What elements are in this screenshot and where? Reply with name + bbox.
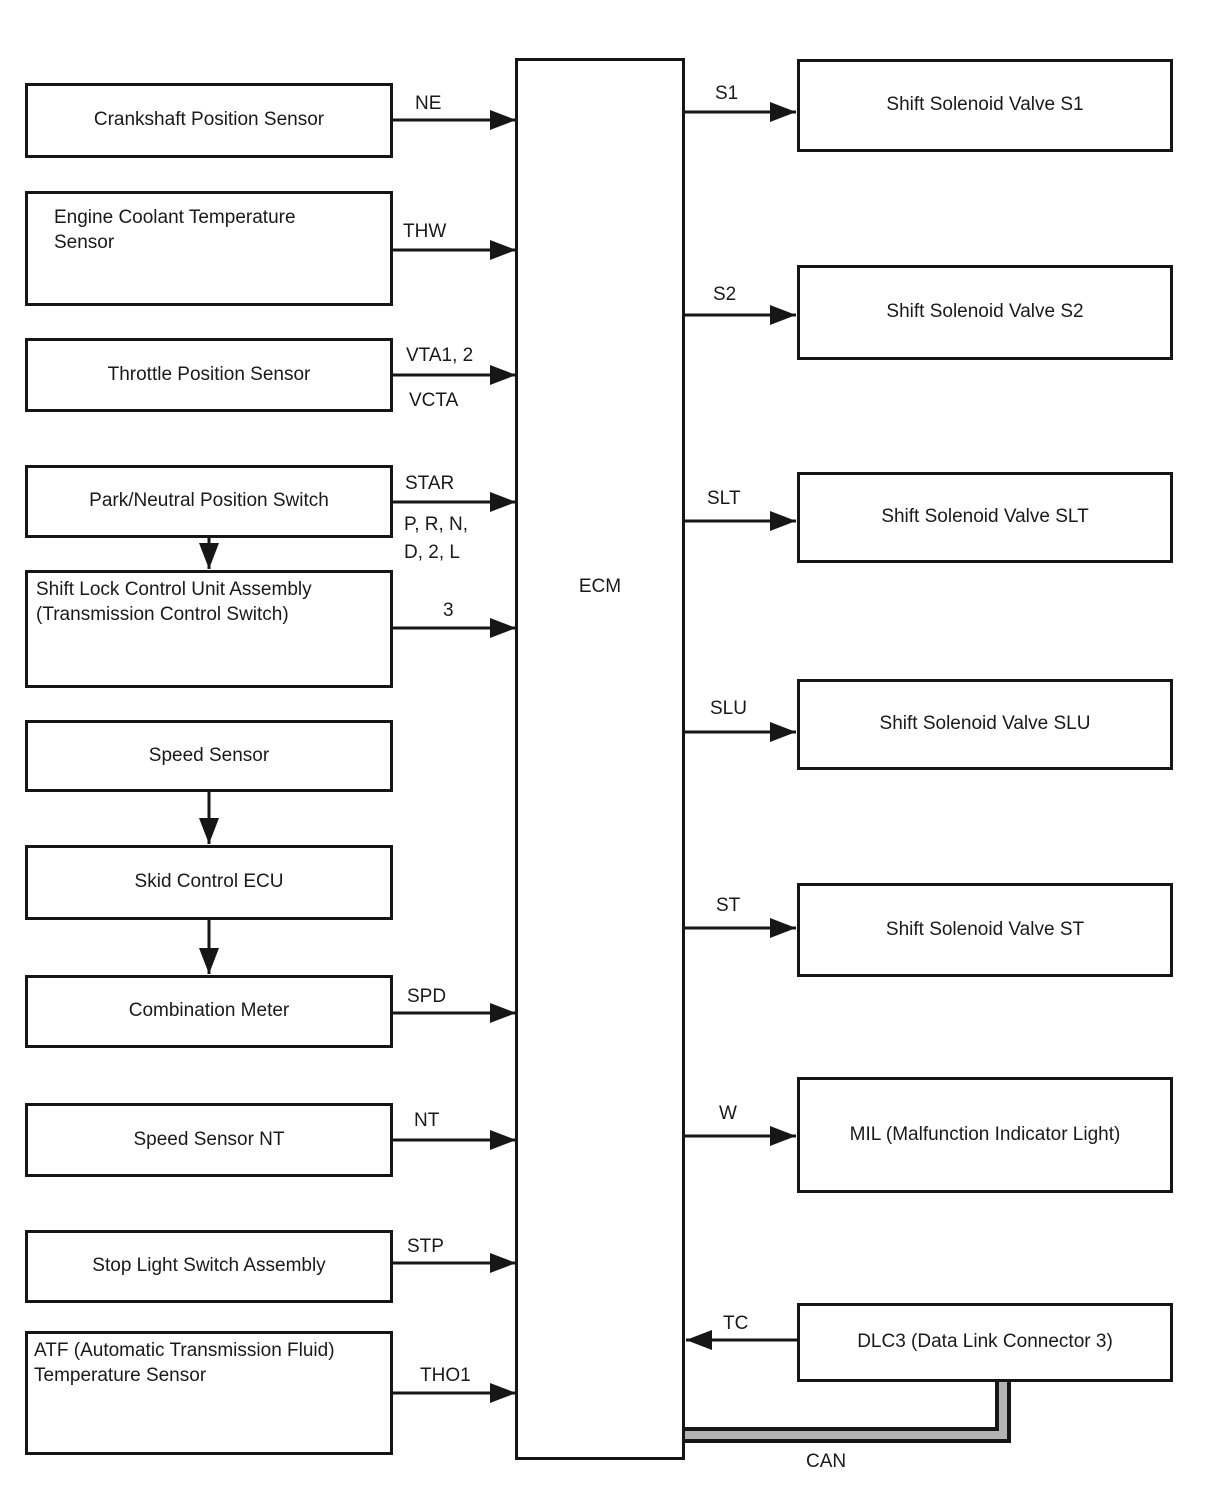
signal-label-prndl: P, R, N, D, 2, L <box>404 514 469 563</box>
node-label: Combination Meter <box>128 1000 290 1022</box>
node-label: Speed Sensor <box>148 744 270 766</box>
signal-label-star: STAR <box>405 473 455 494</box>
node-label: Stop Light Switch Assembly <box>92 1255 326 1277</box>
node-combination-meter: Combination Meter <box>25 975 393 1048</box>
node-shift-lock-control-unit-assembly: Shift Lock Control Unit Assembly (Transm… <box>25 570 393 688</box>
node-shift-solenoid-valve-s1: Shift Solenoid Valve S1 <box>797 59 1173 152</box>
signal-label-slt: SLT <box>707 488 741 509</box>
node-mil: MIL (Malfunction Indicator Light) <box>797 1077 1173 1193</box>
node-label: Shift Solenoid Valve S1 <box>886 94 1084 116</box>
node-label: Shift Solenoid Valve SLU <box>879 713 1091 735</box>
signal-label-s1: S1 <box>715 83 739 104</box>
node-shift-solenoid-valve-slt: Shift Solenoid Valve SLT <box>797 472 1173 563</box>
signal-label-vcta: VCTA <box>409 390 459 411</box>
node-label: Throttle Position Sensor <box>107 363 311 385</box>
node-label: Park/Neutral Position Switch <box>89 490 329 512</box>
node-label: Crankshaft Position Sensor <box>93 109 325 131</box>
node-shift-solenoid-valve-s2: Shift Solenoid Valve S2 <box>797 265 1173 360</box>
node-skid-control-ecu: Skid Control ECU <box>25 845 393 920</box>
node-label: Engine Coolant Temperature Sensor <box>54 207 296 253</box>
signal-label-nt: NT <box>414 1110 440 1131</box>
signal-label-thw: THW <box>403 221 447 242</box>
node-label: Shift Solenoid Valve S2 <box>886 301 1084 323</box>
node-label: Shift Solenoid Valve SLT <box>881 506 1089 528</box>
node-throttle-position-sensor: Throttle Position Sensor <box>25 338 393 412</box>
node-crankshaft-position-sensor: Crankshaft Position Sensor <box>25 83 393 158</box>
node-speed-sensor-nt: Speed Sensor NT <box>25 1103 393 1177</box>
signal-label-tho1: THO1 <box>420 1365 471 1386</box>
node-park-neutral-position-switch: Park/Neutral Position Switch <box>25 465 393 538</box>
signal-label-w: W <box>719 1103 737 1124</box>
node-label: Shift Lock Control Unit Assembly (Transm… <box>36 579 312 625</box>
node-ecm: ECM <box>515 58 685 1460</box>
can-bus-bundle <box>685 1380 1011 1443</box>
node-engine-coolant-temperature-sensor: Engine Coolant Temperature Sensor <box>25 191 393 306</box>
node-label: DLC3 (Data Link Connector 3) <box>857 1331 1113 1353</box>
node-label: Shift Solenoid Valve ST <box>885 918 1085 940</box>
node-dlc3: DLC3 (Data Link Connector 3) <box>797 1303 1173 1382</box>
ecm-label: ECM <box>578 576 622 597</box>
node-label: MIL (Malfunction Indicator Light) <box>849 1123 1121 1145</box>
signal-label-3: 3 <box>443 600 454 621</box>
signal-label-ne: NE <box>415 93 442 114</box>
node-atf-temperature-sensor: ATF (Automatic Transmission Fluid) Tempe… <box>25 1331 393 1455</box>
node-shift-solenoid-valve-slu: Shift Solenoid Valve SLU <box>797 679 1173 770</box>
node-stop-light-switch-assembly: Stop Light Switch Assembly <box>25 1230 393 1303</box>
signal-label-stp: STP <box>407 1236 444 1257</box>
signal-label-slu: SLU <box>710 698 747 719</box>
signal-label-s2: S2 <box>713 284 737 305</box>
signal-label-can: CAN <box>806 1451 847 1472</box>
node-label: Skid Control ECU <box>134 871 284 893</box>
node-label: ATF (Automatic Transmission Fluid) Tempe… <box>34 1340 335 1386</box>
node-speed-sensor: Speed Sensor <box>25 720 393 792</box>
signal-label-spd: SPD <box>407 986 447 1007</box>
signal-label-tc: TC <box>723 1313 749 1334</box>
node-label: Speed Sensor NT <box>133 1128 285 1150</box>
signal-label-vta: VTA1, 2 <box>406 345 474 366</box>
node-shift-solenoid-valve-st: Shift Solenoid Valve ST <box>797 883 1173 977</box>
signal-label-st: ST <box>716 895 741 916</box>
